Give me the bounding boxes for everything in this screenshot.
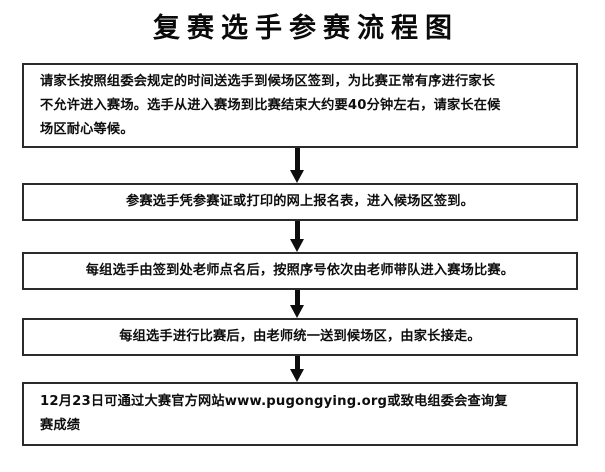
arrow-stem	[295, 290, 300, 305]
flow-node-step-5: 12月23日可通过大赛官方网站www.pugongying.org或致电组委会查…	[22, 382, 578, 446]
arrow-head	[290, 305, 304, 318]
arrow-down-icon-4	[290, 356, 305, 382]
flow-node-step-4: 每组选手进行比赛后，由老师统一送到候场区，由家长接走。	[22, 318, 578, 356]
flow-node-text: 每组选手进行比赛后，由老师统一送到候场区，由家长接走。	[119, 329, 481, 344]
arrow-down-icon-2	[290, 221, 305, 252]
flow-node-line: 场区耐心等候。	[40, 121, 134, 137]
flow-node-line: 12月23日可通过大赛官方网站www.pugongying.org或致电组委会查…	[40, 394, 508, 409]
flow-node-step-1: 请家长按照组委会规定的时间送选手到候场区签到，为比赛正常有序进行家长不允许进入赛…	[22, 63, 578, 148]
flow-node-text: 每组选手由签到处老师点名后，按照序号依次由老师带队进入赛场比赛。	[85, 263, 515, 278]
page-title: 复赛选手参赛流程图	[153, 13, 459, 44]
flow-node-step-2: 参赛选手凭参赛证或打印的网上报名表，进入候场区签到。	[22, 183, 578, 221]
arrow-head	[290, 239, 304, 252]
flow-node-text: 12月23日可通过大赛官方网站www.pugongying.org或致电组委会查…	[40, 390, 562, 438]
flow-node-line: 请家长按照组委会规定的时间送选手到候场区签到，为比赛正常有序进行家长	[40, 73, 496, 89]
arrow-head	[290, 369, 304, 382]
flow-node-line: 不允许进入赛场。选手从进入赛场到比赛结束大约要40分钟左右，请家长在候	[40, 97, 501, 113]
flow-node-text: 参赛选手凭参赛证或打印的网上报名表，进入候场区签到。	[125, 194, 475, 209]
flow-node-line: 赛成绩	[40, 418, 81, 433]
arrow-down-icon-1	[290, 148, 305, 183]
arrow-down-icon-3	[290, 290, 305, 318]
arrow-stem	[295, 148, 300, 170]
arrow-stem	[295, 356, 300, 369]
arrow-head	[290, 170, 304, 183]
flow-node-step-3: 每组选手由签到处老师点名后，按照序号依次由老师带队进入赛场比赛。	[22, 252, 578, 290]
flow-node-text: 请家长按照组委会规定的时间送选手到候场区签到，为比赛正常有序进行家长不允许进入赛…	[40, 70, 562, 142]
arrow-stem	[295, 221, 300, 239]
